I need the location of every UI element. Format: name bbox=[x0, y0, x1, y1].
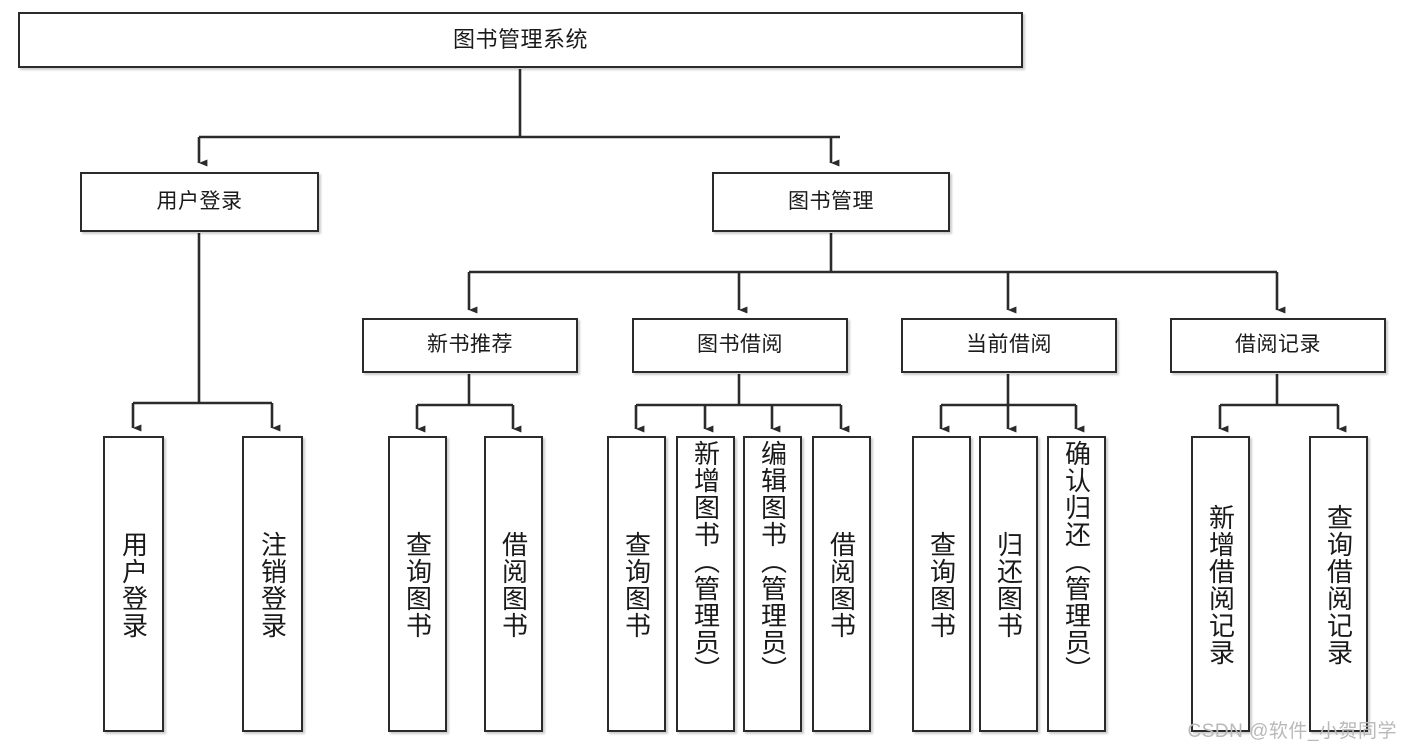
node-label: 归还图书 bbox=[993, 531, 1024, 639]
node-label: 借阅图书 bbox=[498, 531, 529, 639]
node-label: 新书推荐 bbox=[427, 333, 513, 357]
leaf-query-borrow-record[interactable]: 查询借阅记录 bbox=[1309, 436, 1368, 732]
node-label: 查询图书 bbox=[621, 531, 652, 639]
node-label: 用户登录 bbox=[156, 189, 243, 213]
node-label: 借阅记录 bbox=[1235, 333, 1321, 357]
node-label: 查询图书 bbox=[926, 531, 957, 639]
leaf-user-login[interactable]: 用户登录 bbox=[103, 436, 164, 732]
node-new-book-recommend[interactable]: 新书推荐 bbox=[362, 318, 578, 373]
node-label: 图书管理 bbox=[788, 189, 874, 213]
node-borrow-records[interactable]: 借阅记录 bbox=[1170, 318, 1386, 373]
node-label: 新增图书（管理员） bbox=[690, 440, 721, 683]
node-label: 用户登录 bbox=[118, 531, 149, 639]
node-root-system[interactable]: 图书管理系统 bbox=[18, 12, 1023, 68]
node-label: 查询图书 bbox=[402, 531, 433, 639]
node-label: 新增借阅记录 bbox=[1205, 504, 1236, 666]
leaf-logout[interactable]: 注销登录 bbox=[242, 436, 303, 732]
node-user-login[interactable]: 用户登录 bbox=[80, 172, 319, 232]
node-label: 借阅图书 bbox=[826, 531, 857, 639]
node-label: 注销登录 bbox=[257, 531, 288, 639]
leaf-return-books[interactable]: 归还图书 bbox=[979, 436, 1038, 732]
node-label: 确认归还（管理员） bbox=[1061, 440, 1092, 683]
node-book-borrow[interactable]: 图书借阅 bbox=[632, 318, 848, 373]
node-book-management[interactable]: 图书管理 bbox=[712, 172, 950, 232]
leaf-query-books-recommend[interactable]: 查询图书 bbox=[388, 436, 447, 732]
node-label: 编辑图书（管理员） bbox=[757, 440, 788, 683]
leaf-edit-book-admin[interactable]: 编辑图书（管理员） bbox=[743, 436, 802, 732]
leaf-borrow-books-borrow[interactable]: 借阅图书 bbox=[812, 436, 871, 732]
leaf-query-books-borrow[interactable]: 查询图书 bbox=[607, 436, 666, 732]
leaf-query-books-current[interactable]: 查询图书 bbox=[912, 436, 971, 732]
node-current-borrow[interactable]: 当前借阅 bbox=[901, 318, 1117, 373]
leaf-add-book-admin[interactable]: 新增图书（管理员） bbox=[676, 436, 735, 732]
node-label: 图书借阅 bbox=[697, 333, 783, 357]
node-label: 查询借阅记录 bbox=[1323, 504, 1354, 666]
node-label: 图书管理系统 bbox=[452, 27, 588, 53]
node-label: 当前借阅 bbox=[966, 333, 1052, 357]
leaf-add-borrow-record[interactable]: 新增借阅记录 bbox=[1191, 436, 1250, 732]
leaf-confirm-return-admin[interactable]: 确认归还（管理员） bbox=[1047, 436, 1106, 732]
leaf-borrow-books-recommend[interactable]: 借阅图书 bbox=[484, 436, 543, 732]
